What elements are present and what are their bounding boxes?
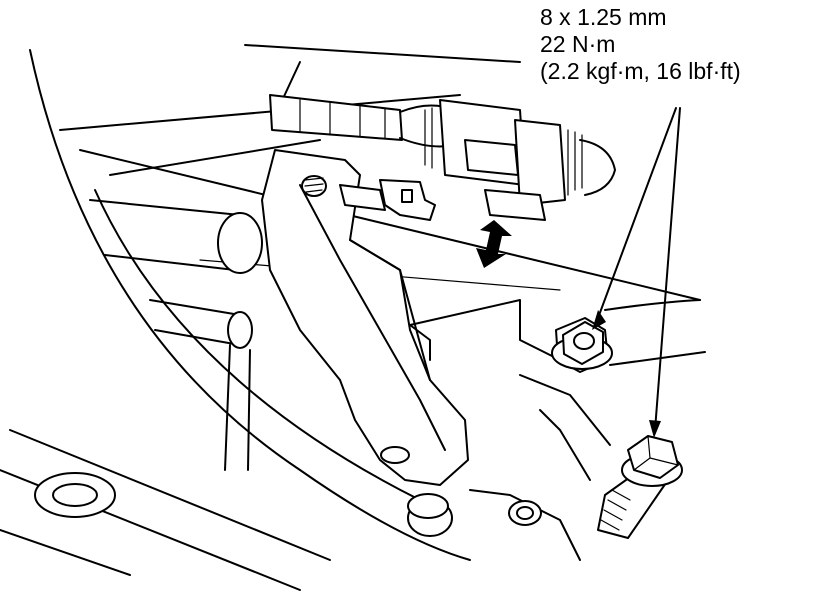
bracket-stud	[301, 175, 327, 197]
left-body-hole-inner	[52, 483, 98, 507]
leader-line-to-nut	[597, 107, 677, 319]
bracket-top-tab	[339, 184, 386, 211]
mount-surface-4	[539, 409, 591, 481]
bolt-threads	[600, 489, 631, 531]
mount-surface-1	[409, 299, 561, 361]
bracket-flange	[349, 239, 431, 381]
leader-arrow-nut	[592, 310, 606, 330]
body-panel-curve-left	[29, 49, 471, 561]
lower-tube-top	[149, 299, 241, 316]
clip-slot	[401, 189, 413, 203]
right-body-curve-2	[609, 351, 706, 366]
body-panel-curve-inner	[94, 189, 421, 501]
connector-plug	[484, 189, 546, 221]
bracket	[261, 149, 469, 486]
column-tube-bottom	[104, 254, 236, 271]
panel-line-3	[79, 149, 701, 301]
mount-surface-2	[519, 374, 611, 446]
double-arrow-icon	[476, 220, 512, 268]
bolt-head-facets	[633, 435, 679, 471]
mount-line-5	[409, 324, 431, 361]
connector-socket	[464, 139, 519, 176]
lower-tube-end	[227, 311, 253, 349]
column-tube-top	[89, 199, 241, 216]
leader-arrow-bolt	[649, 420, 661, 438]
bracket-inner-edge	[299, 184, 446, 451]
right-body-curve-1	[604, 299, 701, 311]
connector-half	[514, 119, 566, 206]
leader-line-to-bolt	[654, 107, 681, 431]
lower-left-line-1	[9, 429, 331, 561]
flange-nut-bore	[573, 332, 595, 350]
panel-line-2	[109, 139, 321, 176]
tube-vertical-2	[247, 349, 251, 471]
lower-left-line-3	[0, 529, 131, 576]
bracket-bolt-hole	[380, 446, 410, 464]
torque-nm: 22 N·m	[540, 31, 616, 57]
tube-vertical-1	[224, 344, 231, 471]
torque-alt-units: (2.2 kgf·m, 16 lbf·ft)	[540, 58, 741, 84]
connector-ribs	[424, 107, 583, 196]
torque-spec-callout: 8 x 1.25 mm 22 N·m (2.2 kgf·m, 16 lbf·ft…	[540, 4, 741, 85]
upper-panel-edge	[244, 44, 521, 63]
body-weld-stud-inner	[516, 506, 534, 520]
lower-tube-bottom	[154, 329, 241, 346]
mating-connector-wires	[579, 139, 616, 196]
panel-top-line	[59, 94, 461, 131]
lower-grommet-top	[407, 493, 449, 519]
wire-harness	[269, 94, 403, 141]
stud-threads	[304, 177, 324, 193]
thread-spec: 8 x 1.25 mm	[540, 4, 667, 30]
column-tube-end	[217, 212, 263, 274]
